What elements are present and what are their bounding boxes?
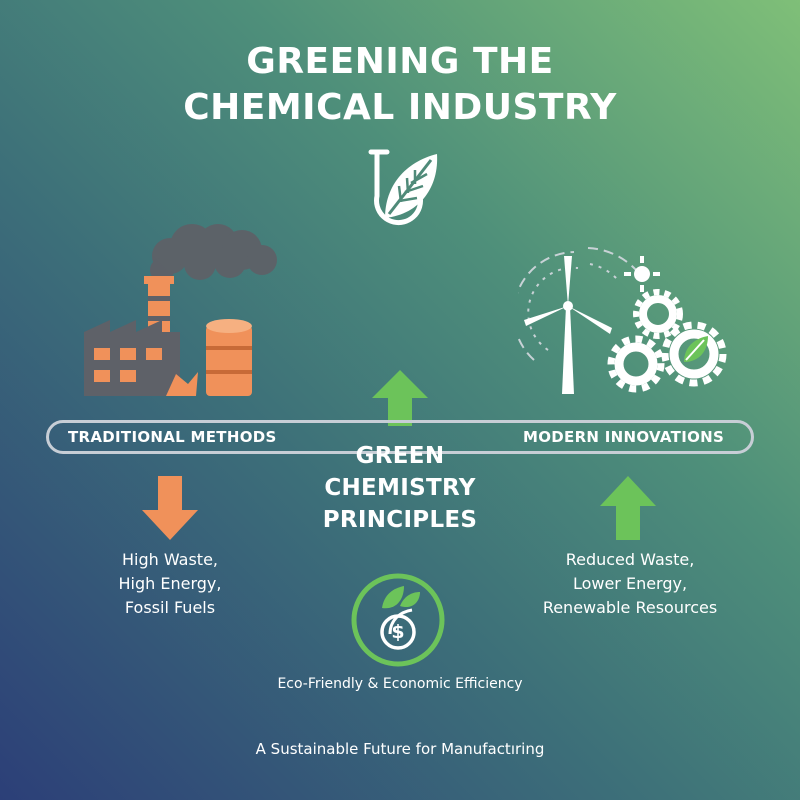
list-item: Reduced Waste, — [565, 550, 695, 569]
center-label-line1: GREEN — [355, 443, 445, 469]
list-item: High Energy, — [118, 574, 222, 593]
footer-tagline: A Sustainable Future for Manufactıring — [255, 740, 545, 758]
leaf-dollar-icon: $ — [350, 572, 446, 668]
page-title-line1: GREENING THE — [246, 41, 554, 82]
methods-bar — [46, 420, 754, 454]
traditional-impacts: High Waste, High Energy, Fossil Fuels — [90, 548, 250, 620]
dollar-symbol: $ — [391, 621, 405, 643]
center-label-line2: CHEMISTRY — [324, 475, 476, 501]
center-label-line3: PRINCIPLES — [322, 507, 478, 533]
up-arrow-modern-icon — [600, 476, 656, 540]
list-item: Fossil Fuels — [124, 598, 216, 617]
efficiency-caption: Eco-Friendly & Economic Efficiency — [277, 676, 523, 692]
modern-impacts: Reduced Waste, Lower Energy, Renewable R… — [520, 548, 740, 620]
factory-barrel-icon — [84, 224, 277, 396]
flask-leaf-icon — [368, 149, 438, 226]
list-item: Renewable Resources — [542, 598, 718, 617]
modern-innovations-label: MODERN INNOVATIONS — [523, 428, 725, 446]
up-arrow-icon — [372, 370, 428, 426]
list-item: High Waste, — [122, 550, 218, 569]
down-arrow-icon — [142, 476, 198, 540]
wind-turbine-gears-icon — [518, 247, 727, 394]
page-title-line2: CHEMICAL INDUSTRY — [183, 87, 617, 128]
traditional-methods-label: TRADITIONAL METHODS — [68, 428, 277, 446]
list-item: Lower Energy, — [572, 574, 688, 593]
